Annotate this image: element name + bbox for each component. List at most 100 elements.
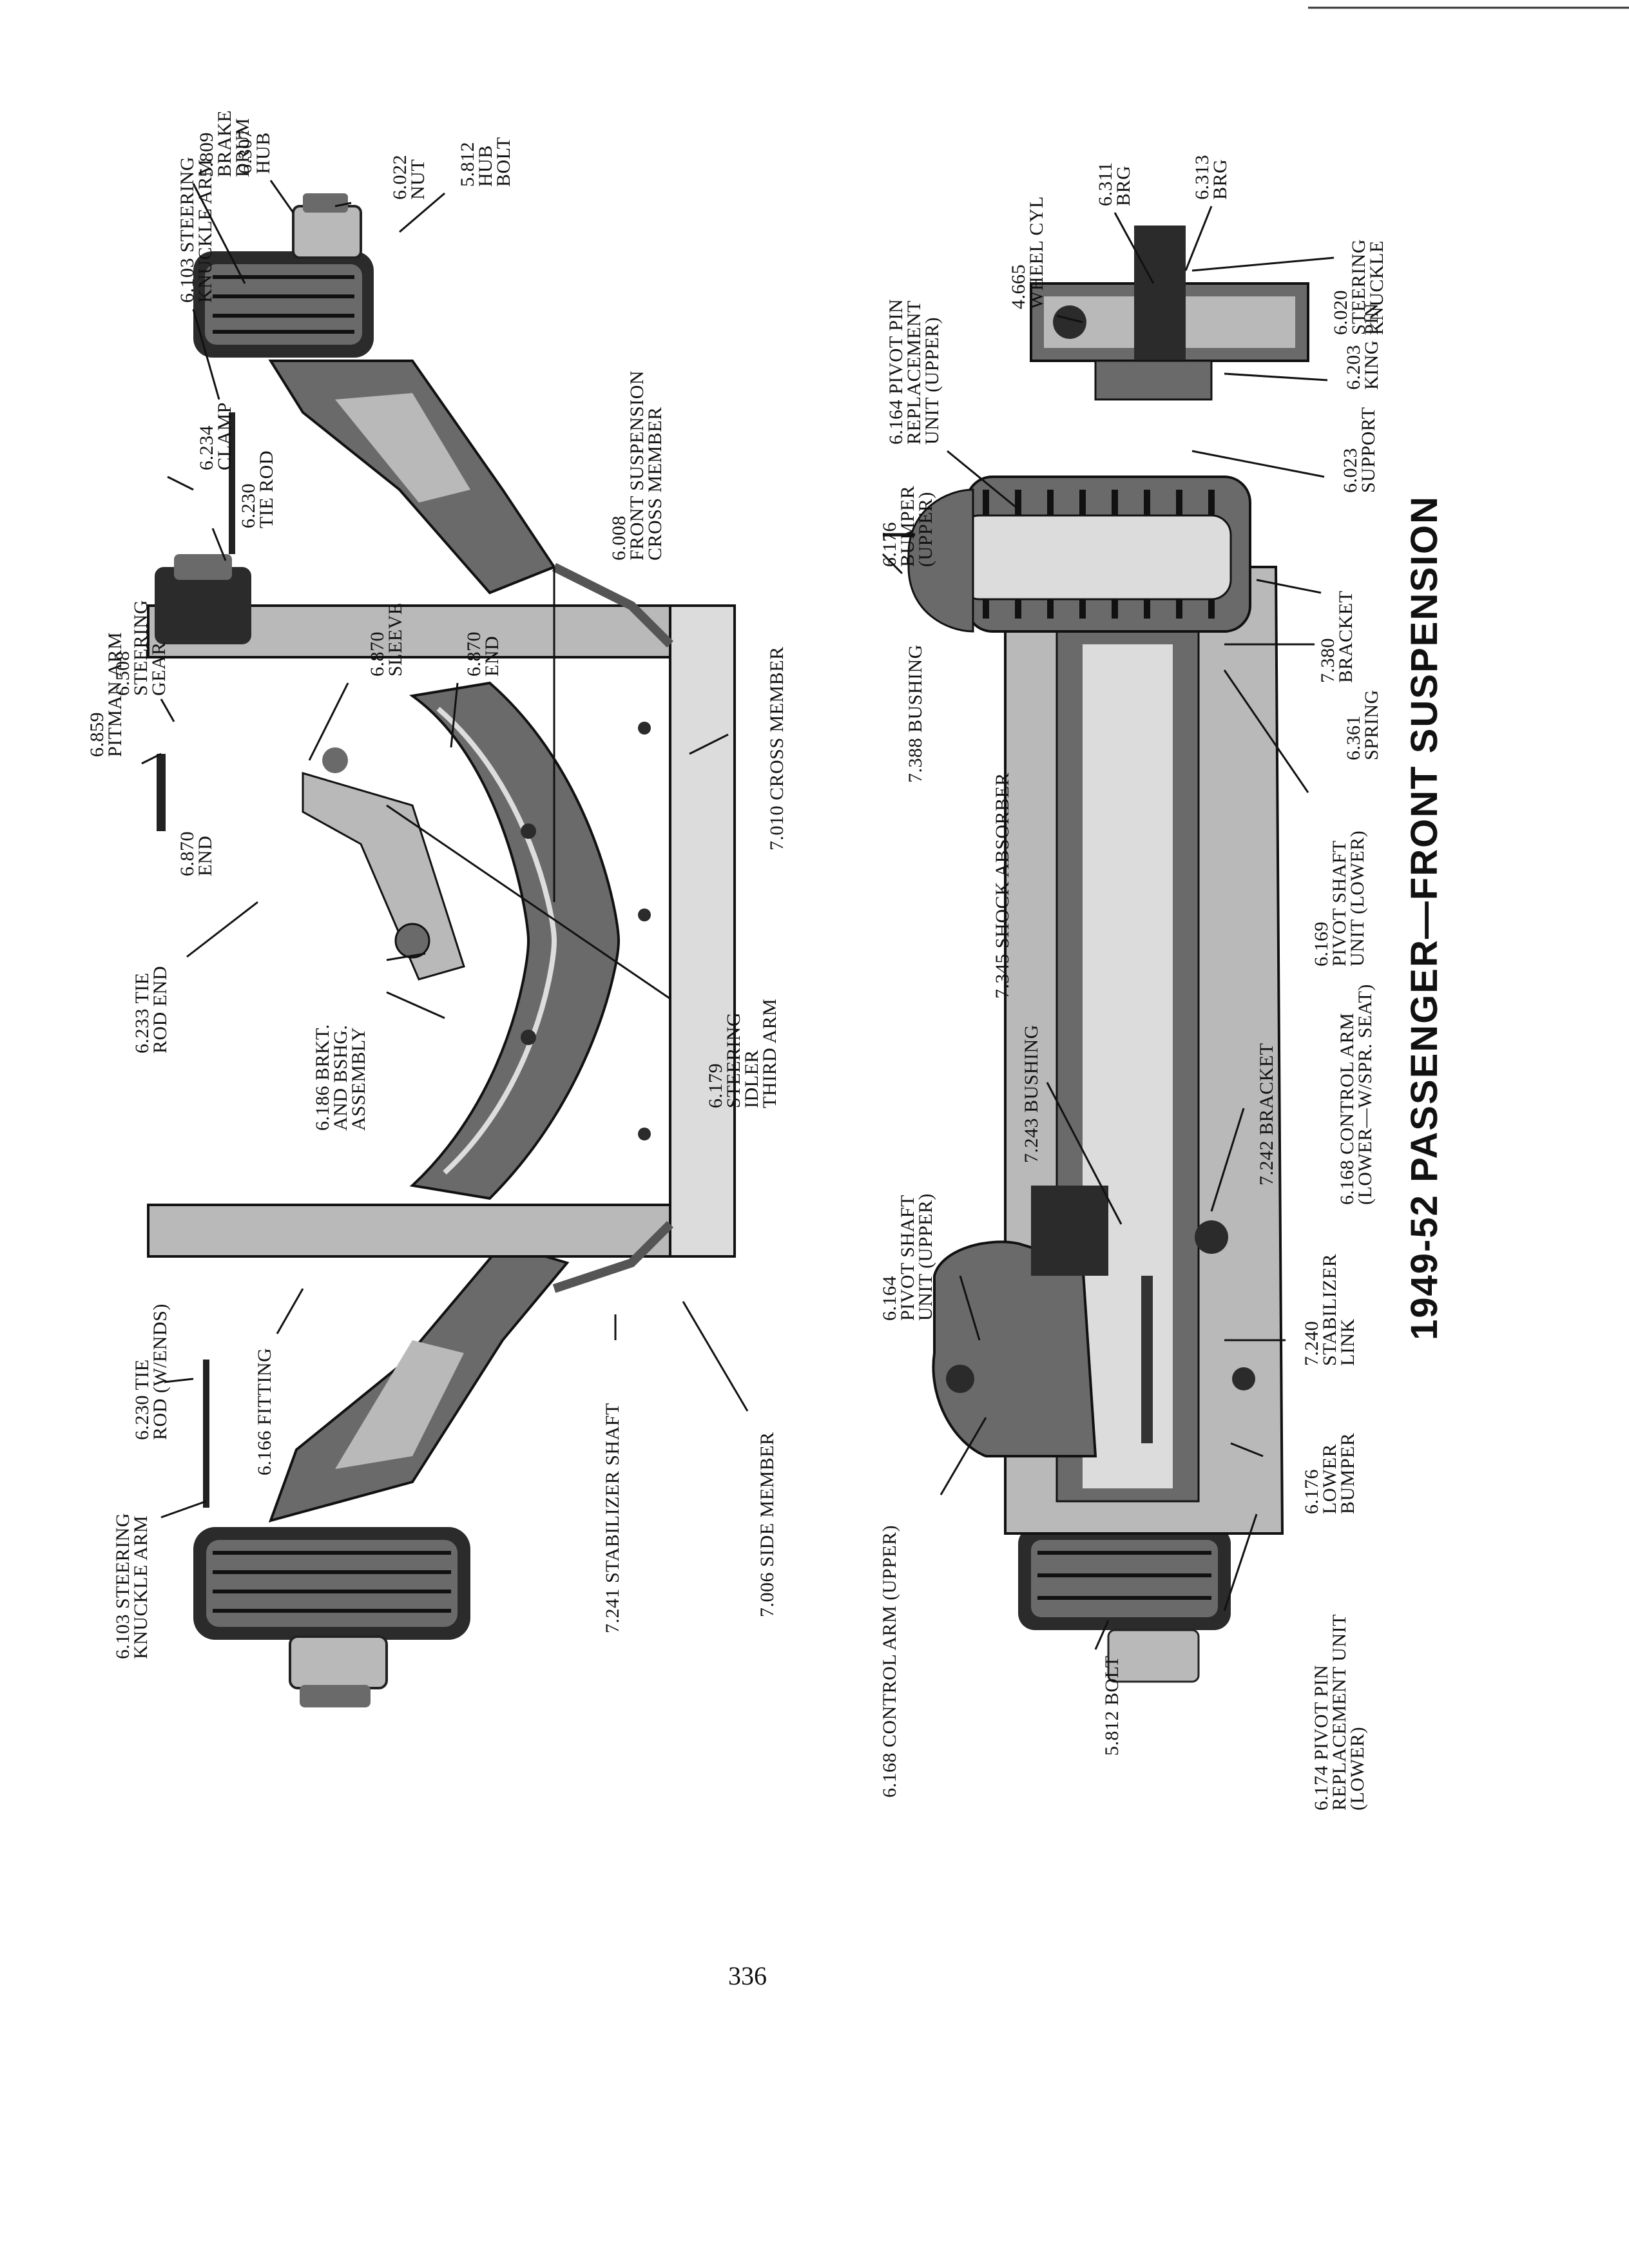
top-view-illustration [147,193,736,1707]
top-label-line: IDLER [741,1050,762,1108]
top-label-line: 6.234 [196,425,217,470]
top-label-line: CLAMP [214,402,235,470]
front-label-line: 6.164 PIVOT PIN [885,299,907,445]
top-label-line: HUB [253,132,274,174]
front-label-line: 7.345 SHOCK ABSORBER [992,773,1013,999]
figure-caption: 1949-52 PASSENGER—FRONT SUSPENSION [1403,495,1445,1340]
top-label-end-mid: 6.870END [463,631,503,677]
top-label-line: 7.241 STABILIZER SHAFT [602,1403,623,1633]
knuckle-hub-bottom [1018,1527,1231,1683]
front-label-line: 6.023 [1340,448,1361,493]
front-label-line: BUMPER [1337,1433,1358,1514]
top-label-line: 7.010 CROSS MEMBER [766,646,787,850]
top-label-steering-knuckle-arm-left: 6.103 STEERINGKNUCKLE ARM [112,1513,151,1659]
front-label-pivot-shaft-upper: 6.164PIVOT SHAFTUNIT (UPPER) [879,1193,936,1321]
front-label-stabilizer-link: 7.240STABILIZERLINK [1301,1254,1358,1366]
front-label-king-pin: 6.203KING PIN [1343,303,1382,390]
front-label-line: LINK [1337,1318,1358,1366]
front-label-line: SUPPORT [1358,407,1379,493]
front-label-line: STEERING [1348,239,1369,335]
top-label-clamp: 6.234CLAMP [196,402,235,470]
front-label-line: 6.168 CONTROL ARM [1336,1013,1358,1205]
front-label-bracket-380: 7.380BRACKET [1317,590,1356,683]
top-label-line: 7.006 SIDE MEMBER [757,1432,778,1617]
top-label-line: ROD END [149,966,171,1053]
front-label-line: PIVOT SHAFT [897,1195,918,1321]
top-label-line: 6.870 [177,831,198,876]
front-label-line: UNIT (UPPER) [921,317,943,445]
top-label-line: 6.233 TIE [131,972,153,1053]
top-label-line: END [195,836,216,876]
top-label-line: 6.870 [367,631,388,677]
top-label-stabilizer-shaft: 7.241 STABILIZER SHAFT [602,1403,623,1633]
top-label-line: BRAKE [214,110,235,177]
top-label-line: HUB [475,145,496,187]
top-label-sleeve: 6.870SLEEVE [367,602,406,677]
front-label-line: (LOWER) [1347,1727,1368,1811]
front-view-labels: 6.164 PIVOT PINREPLACEMENTUNIT (UPPER) 4.… [879,155,1387,1811]
top-label-line: AND BSHG. [330,1024,351,1131]
front-label-line: 7.388 BUSHING [905,644,926,783]
front-label-line: 7.380 [1317,638,1338,683]
spring-coil [959,476,1251,633]
top-label-tie-rod-w-ends: 6.230 TIEROD (W/ENDS) [131,1303,171,1440]
front-label-line: (UPPER) [915,492,936,567]
brake-drum-bottom [193,1527,470,1707]
top-label-line: DRUM [232,118,253,177]
top-label-line: 6.230 TIE [131,1359,153,1440]
top-label-line: 5.812 [457,142,478,187]
front-label-line: REPLACEMENT [903,300,925,445]
front-label-line: WHEEL CYL [1026,196,1047,309]
front-label-line: KNUCKLE [1366,240,1387,335]
leader-lines [141,180,1335,1650]
front-label-line: 6.164 [879,1276,900,1321]
front-label-line: 6.311 [1095,162,1116,206]
top-label-nut: 6.022NUT [389,155,429,200]
front-view-illustration [883,226,1309,1683]
front-label-line: UNIT (LOWER) [1347,831,1368,966]
top-label-line: THIRD ARM [759,999,780,1108]
top-label-steering-idler-third-arm: 6.179STEERINGIDLERTHIRD ARM [705,999,780,1108]
front-label-line: 6.168 CONTROL ARM (UPPER) [879,1525,900,1798]
top-label-line: 6.859 [86,712,108,757]
top-label-line: PITMAN ARM [104,632,126,757]
top-label-line: NUT [407,159,429,200]
front-label-brg-311: 6.311BRG [1095,162,1134,206]
front-label-line: 6.020 [1330,290,1351,335]
top-label-line: SLEEVE [385,602,406,677]
front-label-steering-knuckle: 6.020STEERINGKNUCKLE [1330,239,1387,335]
front-label-spring: 6.361SPRING [1343,689,1382,760]
front-label-line: BRG [1210,159,1231,200]
top-label-line: END [481,636,503,677]
front-label-wheel-cyl: 4.665WHEEL CYL [1008,196,1047,309]
front-label-line: 6.361 [1343,715,1364,760]
top-label-front-suspension-cross-member: 6.008FRONT SUSPENSIONCROSS MEMBER [608,370,666,561]
front-label-line: REPLACEMENT UNIT [1329,1614,1350,1811]
top-label-line: CROSS MEMBER [644,407,666,561]
top-label-line: 6.230 [238,483,259,528]
top-label-side-member: 7.006 SIDE MEMBER [757,1432,778,1617]
top-label-hub-bolt: 5.812HUBBOLT [457,137,514,187]
front-label-line: 6.176 [879,522,900,567]
front-label-control-arm-lower: 6.168 CONTROL ARM(LOWER—W/SPR. SEAT) [1336,984,1376,1205]
front-label-line: 7.242 BRACKET [1256,1043,1277,1186]
top-label-brkt-bshg-assembly: 6.186 BRKT.AND BSHG.ASSEMBLY [312,1024,369,1131]
front-label-line: 7.243 BUSHING [1021,1024,1042,1163]
top-label-line: 5.809 [196,132,217,177]
knuckle-hub-top [1030,226,1309,401]
top-label-steering-gear: 6.508STEERINGGEAR [112,600,169,696]
top-label-line: STEERING [130,600,151,696]
front-label-brg-313: 6.313BRG [1191,155,1231,200]
top-label-hub: 6.307HUB [235,129,274,174]
top-label-tie-rod-end: 6.233 TIEROD END [131,966,171,1053]
top-label-cross-member: 7.010 CROSS MEMBER [766,646,787,850]
top-label-line: STEERING [723,1012,744,1108]
front-label-line: 6.174 PIVOT PIN [1311,1665,1332,1811]
top-label-line: 6.508 [112,651,133,696]
front-label-bolt: 5.812 BOLT [1101,1655,1123,1756]
front-label-line: 6.313 [1191,155,1213,200]
top-label-brake-drum: 5.809BRAKEDRUM [196,110,253,177]
front-label-line: STABILIZER [1319,1254,1340,1366]
brake-drum-top [193,193,374,358]
